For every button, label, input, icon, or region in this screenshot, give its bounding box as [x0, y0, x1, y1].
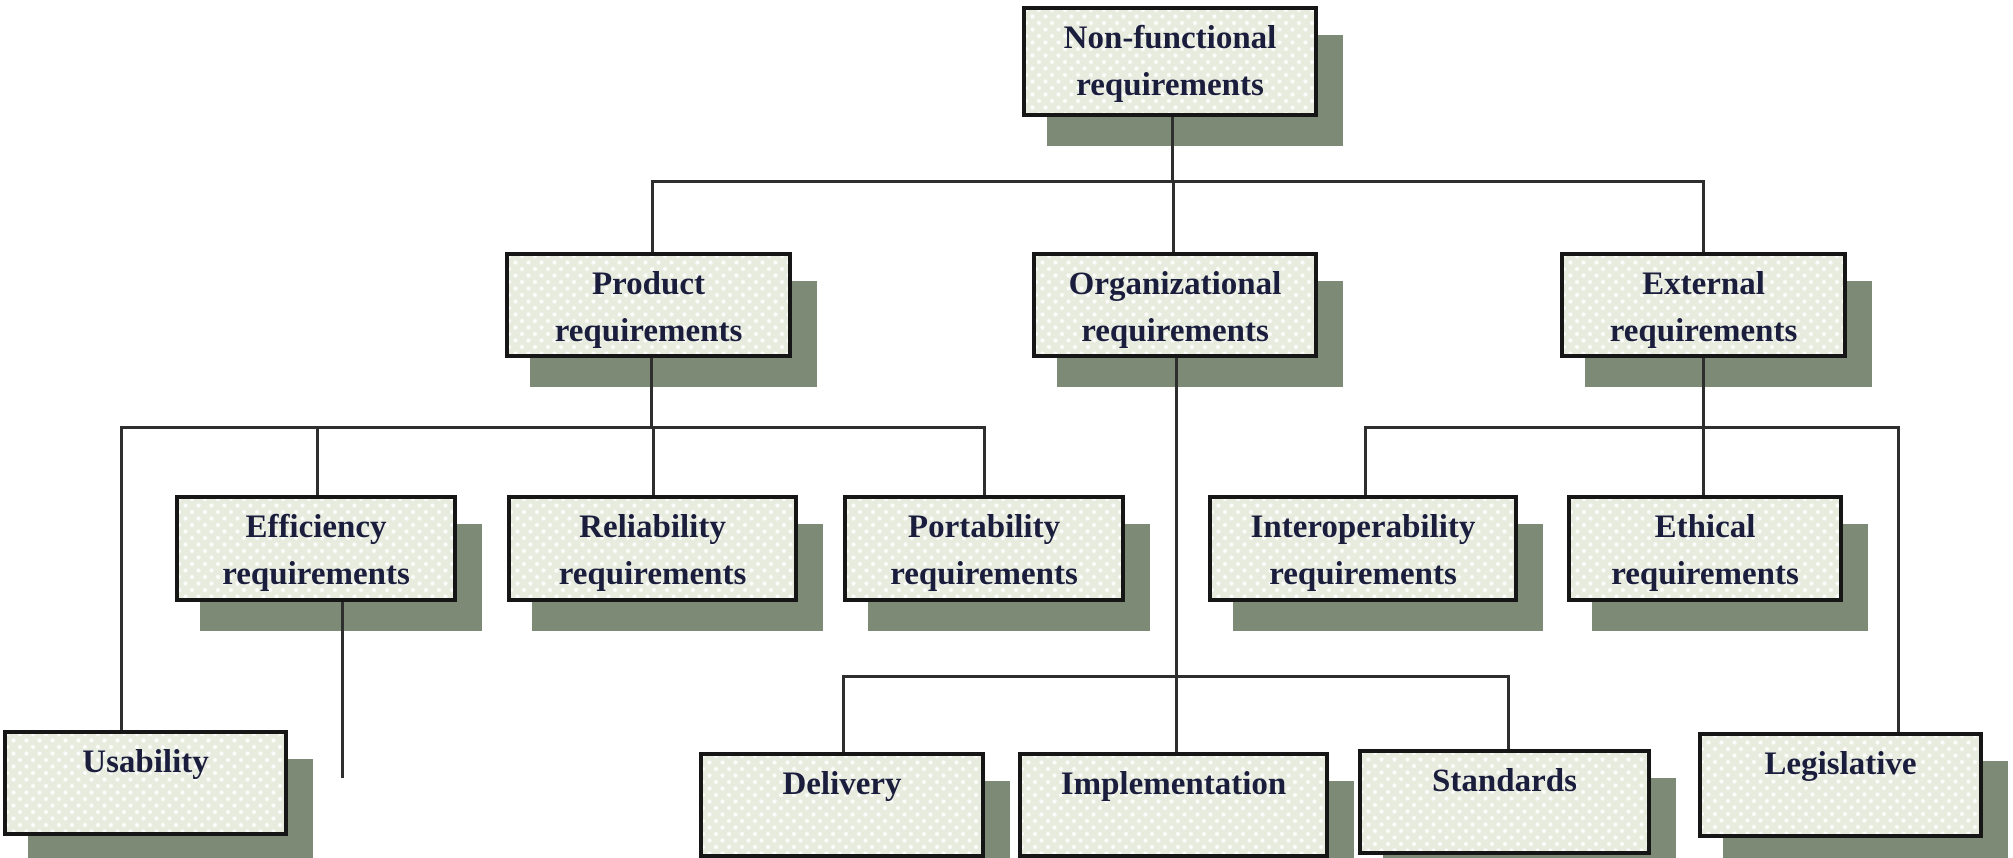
connector-drop-delivery — [842, 675, 845, 752]
node-label-line: External — [1642, 266, 1765, 302]
connector-drop-usability — [120, 426, 123, 730]
node-label-line: Standards — [1432, 763, 1577, 799]
node-label-line: Implementation — [1060, 766, 1287, 802]
node-delivery-requirements: Delivery — [699, 752, 985, 858]
connector-drop-portability — [983, 426, 986, 495]
connector-product-bar — [120, 426, 986, 429]
requirements-tree-diagram: Non-functional requirements Product requ… — [3, 6, 1983, 858]
connector-root-stem — [1171, 117, 1174, 183]
node-label-line: Ethical — [1654, 509, 1756, 545]
node-label-line: requirements — [1609, 313, 1798, 349]
node-reliability-requirements: Reliability requirements — [507, 495, 798, 602]
node-standards-requirements: Standards — [1358, 749, 1651, 855]
node-label-line: Legislative — [1764, 746, 1917, 782]
node-legislative-requirements: Legislative — [1698, 732, 1983, 838]
node-label-line: requirements — [1269, 556, 1457, 592]
connector-external-stem — [1702, 358, 1705, 429]
connector-drop-reliability — [652, 426, 655, 495]
node-label-line: Interoperability — [1250, 509, 1476, 545]
connector-drop-ethical — [1702, 426, 1705, 495]
connector-product-stem — [650, 358, 653, 429]
connector-organizational-stem — [1175, 358, 1178, 678]
connector-drop-product — [651, 180, 654, 252]
node-label-line: Non-functional — [1063, 20, 1277, 56]
node-label-line: Delivery — [782, 766, 902, 802]
connector-drop-organizational — [1172, 180, 1175, 252]
node-label-line: requirements — [1081, 313, 1269, 349]
connector-drop-legislative — [1897, 426, 1900, 732]
node-label-line: Product — [591, 266, 706, 302]
node-efficiency-requirements: Efficiency requirements — [175, 495, 457, 602]
node-label-line: requirements — [558, 556, 747, 592]
node-portability-requirements: Portability requirements — [843, 495, 1125, 602]
node-usability-requirements: Usability — [3, 730, 288, 836]
node-label-line: requirements — [890, 556, 1078, 592]
node-implementation-requirements: Implementation — [1018, 752, 1329, 858]
node-label-line: requirements — [222, 556, 410, 592]
node-label-line: requirements — [554, 313, 743, 349]
node-label-line: Usability — [82, 744, 209, 780]
node-label-line: requirements — [1076, 67, 1264, 103]
node-label-line: Portability — [907, 509, 1061, 545]
node-label-line: requirements — [1611, 556, 1799, 592]
node-label-line: Efficiency — [245, 509, 387, 545]
node-ethical-requirements: Ethical requirements — [1567, 495, 1843, 602]
node-non-functional-requirements: Non-functional requirements — [1022, 6, 1318, 117]
connector-drop-implementation — [1175, 675, 1178, 752]
connector-level1-bar — [651, 180, 1705, 183]
node-label-line: Organizational — [1068, 266, 1282, 302]
connector-drop-external — [1702, 180, 1705, 252]
node-external-requirements: External requirements — [1560, 252, 1847, 358]
connector-drop-efficiency — [316, 426, 319, 495]
connector-external-bar — [1364, 426, 1900, 429]
connector-efficiency-tail — [341, 602, 344, 778]
connector-drop-interoperability — [1364, 426, 1367, 495]
node-organizational-requirements: Organizational requirements — [1032, 252, 1318, 358]
node-interoperability-requirements: Interoperability requirements — [1208, 495, 1518, 602]
node-product-requirements: Product requirements — [505, 252, 792, 358]
connector-drop-standards — [1507, 675, 1510, 749]
node-label-line: Reliability — [579, 509, 726, 545]
